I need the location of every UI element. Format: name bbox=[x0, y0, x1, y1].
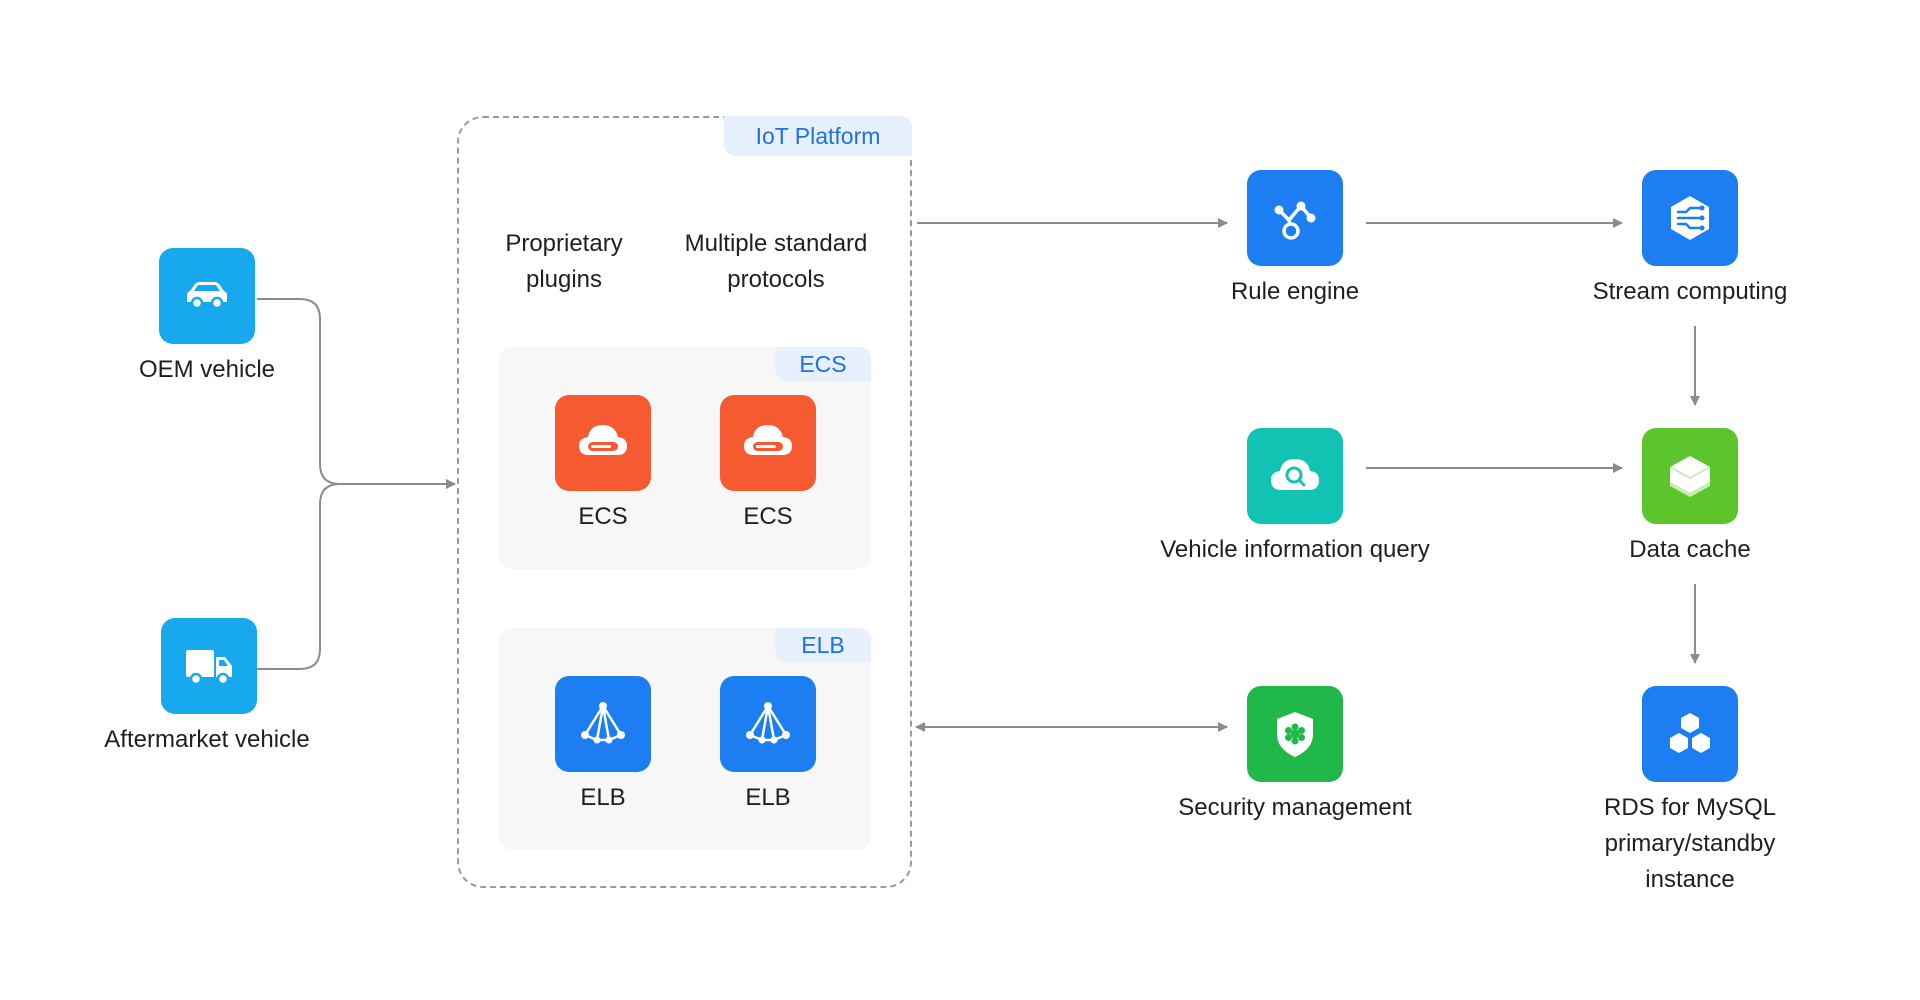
stream-computing-icon bbox=[1671, 196, 1709, 240]
iot-platform-container: IoT Platform Proprietary plugins Multipl… bbox=[457, 116, 912, 888]
elb-node-2 bbox=[720, 676, 816, 772]
elb-node-1 bbox=[555, 676, 651, 772]
vehicle-query-node bbox=[1247, 428, 1343, 524]
ecs-group-tag: ECS bbox=[775, 347, 871, 381]
rds-label: RDS for MySQL primary/standby instance bbox=[1603, 794, 1777, 893]
rule-engine-node bbox=[1247, 170, 1343, 266]
ecs-node-2 bbox=[720, 395, 816, 491]
aftermarket-vehicle-label: Aftermarket vehicle bbox=[104, 726, 310, 753]
aftermarket-vehicle-node bbox=[161, 618, 257, 714]
oem-vehicle-node bbox=[159, 248, 255, 344]
elb-group: ELB ELB bbox=[499, 628, 871, 850]
load-balancer-icon bbox=[746, 702, 790, 744]
connector-oem-to-platform bbox=[257, 298, 456, 489]
data-cache-node bbox=[1642, 428, 1738, 524]
truck-icon bbox=[186, 650, 232, 686]
cloud-server-icon bbox=[744, 425, 792, 455]
oem-vehicle-label: OEM vehicle bbox=[138, 356, 276, 383]
database-cubes-icon bbox=[1670, 713, 1710, 753]
rule-engine-icon bbox=[1274, 201, 1316, 240]
standard-protocols-label: Multiple standard protocols bbox=[684, 230, 868, 293]
connector-aftermarket-to-platform bbox=[257, 483, 341, 670]
stream-computing-node bbox=[1642, 170, 1738, 266]
data-cache-label: Data cache bbox=[1629, 536, 1751, 563]
ecs-label-2: ECS bbox=[743, 503, 793, 530]
elb-label-2: ELB bbox=[745, 784, 791, 811]
elb-label-1: ELB bbox=[580, 784, 626, 811]
elb-group-tag: ELB bbox=[775, 628, 871, 662]
cloud-server-icon bbox=[579, 425, 627, 455]
load-balancer-icon bbox=[581, 702, 625, 744]
rule-engine-label: Rule engine bbox=[1230, 278, 1360, 305]
ecs-group: ECS ECS ECS bbox=[499, 347, 871, 569]
security-management-label: Security management bbox=[1178, 794, 1412, 821]
proprietary-plugins-label: Proprietary plugins bbox=[505, 230, 623, 293]
stream-computing-label: Stream computing bbox=[1592, 278, 1788, 305]
cache-layers-icon bbox=[1669, 456, 1711, 497]
car-icon bbox=[187, 282, 227, 310]
ecs-label-1: ECS bbox=[578, 503, 628, 530]
vehicle-query-label: Vehicle information query bbox=[1160, 536, 1430, 563]
ecs-node-1 bbox=[555, 395, 651, 491]
rds-node bbox=[1642, 686, 1738, 782]
security-management-node bbox=[1247, 686, 1343, 782]
search-cloud-icon bbox=[1271, 459, 1319, 490]
iot-platform-tag: IoT Platform bbox=[724, 116, 912, 156]
shield-icon bbox=[1277, 712, 1313, 757]
